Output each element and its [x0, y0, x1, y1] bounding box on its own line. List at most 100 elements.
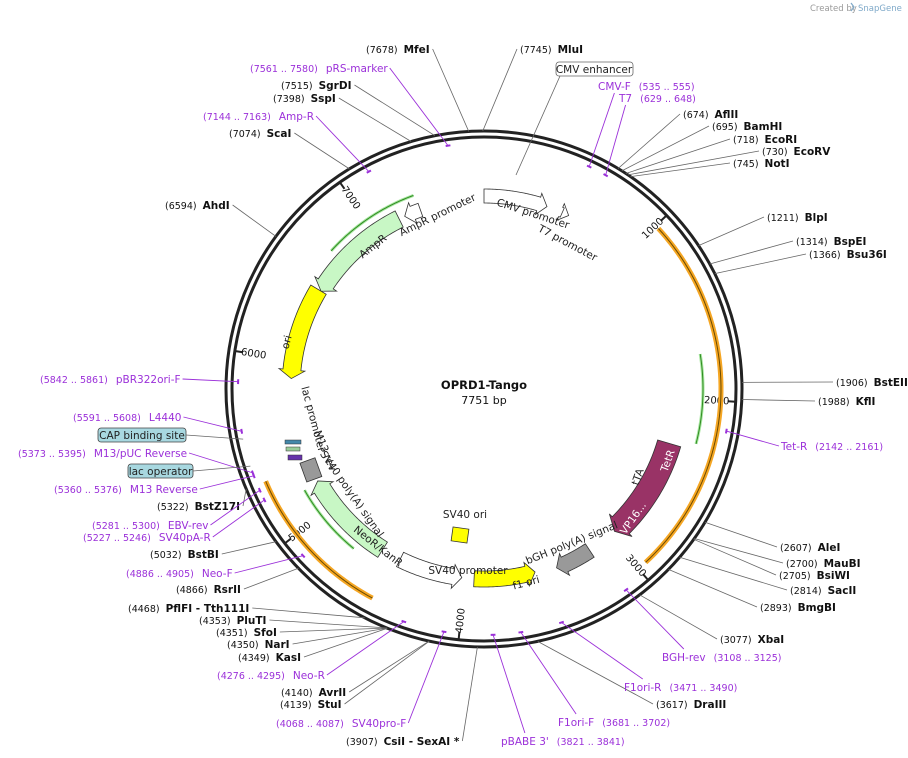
primer-range: (5281 .. 5300) — [92, 521, 160, 532]
bgh-polya-block — [556, 543, 595, 577]
site-position: (3907) — [346, 737, 378, 748]
site-connector — [679, 556, 788, 591]
site-position: (2893) — [760, 603, 792, 614]
primer-13: Tet-R — [780, 441, 807, 453]
green-track-ampr-core — [330, 194, 414, 252]
site-connector — [243, 567, 299, 590]
site-connector — [482, 48, 518, 132]
restriction-site-32: StuI — [318, 699, 342, 711]
site-connector — [639, 594, 718, 640]
primer-connector — [561, 622, 643, 680]
primer-connector — [315, 115, 370, 172]
site-position: (2700) — [786, 559, 818, 570]
credit-brand: SnapGene — [858, 4, 902, 14]
primer-range: (4886 .. 4905) — [126, 569, 194, 580]
site-connector — [741, 399, 816, 402]
site-position: (674) — [683, 110, 709, 121]
site-connector — [714, 253, 807, 275]
green-track-neo-core — [304, 489, 355, 549]
cap-binding-site-label-connector — [185, 434, 244, 440]
primer-tick — [262, 497, 267, 503]
restriction-site-4: ScaI — [267, 128, 292, 140]
site-connector — [625, 138, 731, 174]
primer-7: M13 Reverse — [130, 484, 198, 496]
primer-connector — [234, 555, 304, 574]
credit-prefix: Created by — [810, 4, 857, 14]
site-connector — [269, 619, 387, 629]
restriction-site-29: NarI — [265, 639, 290, 651]
tick-mark — [339, 181, 346, 190]
restriction-site-12: BspEI — [834, 236, 867, 248]
primer-range: (5591 .. 5608) — [73, 413, 141, 424]
site-connector — [252, 607, 365, 619]
restriction-site-25: RsrII — [214, 584, 241, 596]
cmv-small-arrow — [556, 202, 570, 221]
primer-connector — [605, 104, 626, 176]
primer-range: (5373 .. 5395) — [18, 449, 86, 460]
lac-operator-label-connector — [192, 465, 251, 472]
restriction-site-19: SacII — [828, 585, 857, 597]
primer-tick — [603, 173, 609, 178]
primer-connector — [520, 631, 577, 715]
site-position: (1211) — [767, 213, 799, 224]
restriction-site-30: KasI — [276, 652, 301, 664]
primer-range: (3108 .. 3125) — [714, 653, 782, 664]
site-connector — [537, 641, 654, 705]
lac-element-2 — [285, 446, 301, 452]
lac-element-3 — [287, 454, 303, 461]
restriction-site-28: SfoI — [254, 627, 277, 639]
restriction-site-31: AvrII — [319, 687, 347, 699]
restriction-site-6: AflII — [715, 109, 739, 121]
primer-17: pBABE 3' — [501, 736, 549, 748]
restriction-site-33: CsiI - SexAI * — [384, 736, 460, 748]
primer-tick — [252, 473, 256, 479]
site-connector — [709, 240, 794, 265]
primer-9: SV40pA-R — [159, 532, 211, 544]
site-position: (3617) — [656, 700, 688, 711]
site-connector — [344, 640, 430, 705]
tick-label: 2000 — [704, 395, 730, 407]
site-connector — [292, 627, 388, 645]
site-position: (3077) — [720, 635, 752, 646]
site-position: (7074) — [229, 129, 261, 140]
site-connector — [617, 113, 681, 169]
restriction-site-10: NotI — [765, 158, 790, 170]
ampr-promoter-arrow — [404, 201, 424, 224]
restriction-site-8: EcoRI — [765, 134, 798, 146]
site-connector — [693, 538, 777, 576]
site-position: (4140) — [281, 688, 313, 699]
site-position: (5322) — [157, 502, 189, 513]
plasmid-name: OPRD1-Tango — [441, 378, 527, 392]
tta-arrow — [609, 439, 682, 537]
tick-label: 7000 — [339, 185, 363, 212]
primer-16: F1ori-F — [558, 717, 594, 729]
primer-tick — [445, 144, 451, 147]
primer-tick — [257, 487, 262, 493]
site-position: (2705) — [779, 571, 811, 582]
restriction-site-9: EcoRV — [794, 146, 832, 158]
primer-5: L4440 — [149, 412, 182, 424]
primer-connector — [188, 452, 253, 474]
site-position: (4351) — [216, 628, 248, 639]
site-connector — [698, 216, 765, 247]
primer-range: (3681 .. 3702) — [602, 718, 670, 729]
primer-tick — [401, 619, 407, 624]
tta-label: tTA — [630, 466, 647, 487]
site-position: (2607) — [780, 543, 812, 554]
site-position: (4350) — [227, 640, 259, 651]
primer-range: (3821 .. 3841) — [557, 737, 625, 748]
primer-15: F1ori-R — [624, 682, 661, 694]
backbone-outer — [224, 129, 744, 649]
primer-connector — [726, 430, 780, 447]
primer-range: (5842 .. 5861) — [40, 375, 108, 386]
site-connector — [694, 538, 784, 564]
site-position: (745) — [733, 159, 759, 170]
f1-ori-arrow — [473, 561, 536, 588]
site-connector — [338, 97, 412, 142]
snapgene-logo-icon — [850, 2, 855, 12]
site-position: (5032) — [150, 550, 182, 561]
primer-2: CMV-F — [598, 81, 631, 93]
primer-14: BGH-rev — [662, 652, 706, 664]
site-connector — [630, 162, 731, 178]
site-position: (1906) — [836, 378, 868, 389]
